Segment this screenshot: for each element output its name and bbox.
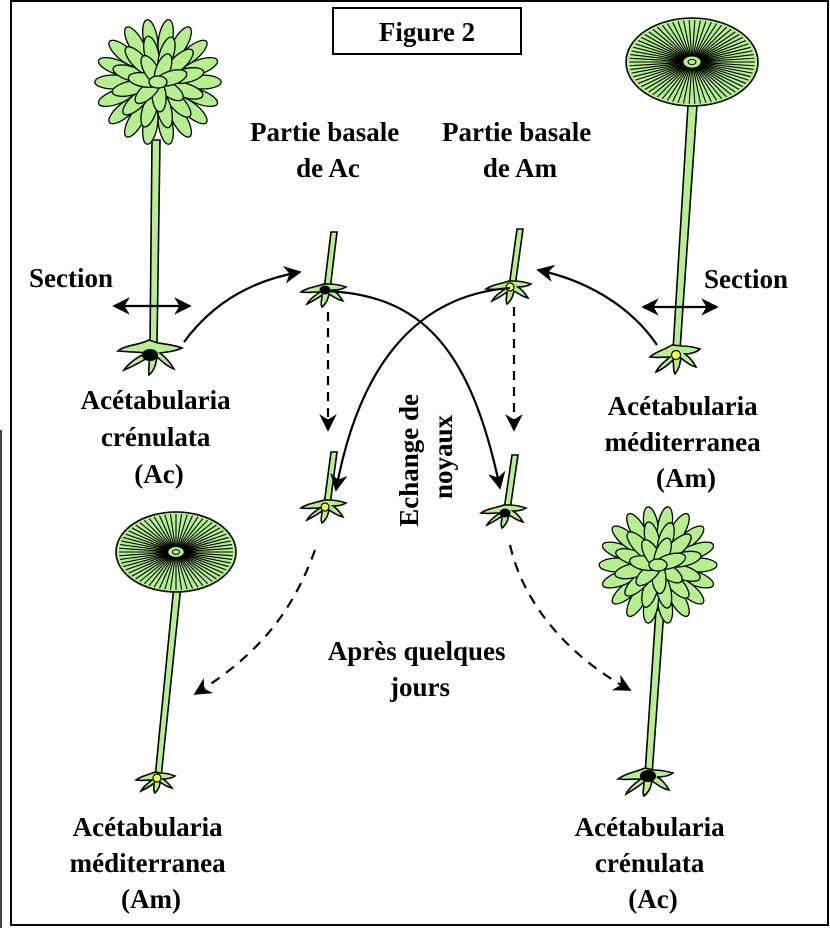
- rhizoid-icon: [650, 345, 700, 374]
- label-apres-quelques-jours: Après quelques jours: [328, 636, 513, 702]
- rhizoid-icon: [136, 772, 175, 793]
- basal-part-am: [486, 229, 531, 304]
- nucleus-am-icon: [506, 283, 514, 291]
- rhizoid-icon: [618, 768, 673, 796]
- nucleus-am-icon: [153, 774, 161, 782]
- label-echange-noyaux: Echange de noyaux: [394, 387, 458, 527]
- plant-crenulata-result: [599, 506, 717, 796]
- label-section-left: Section: [29, 263, 113, 293]
- figure-title: Figure 2: [379, 17, 475, 47]
- nucleus-am-icon: [321, 503, 329, 511]
- rhizoid-icon: [118, 340, 182, 375]
- label-source-am: Acétabularia méditerranea (Am): [605, 391, 768, 493]
- label-result-ac: Acétabularia crénulata (Ac): [575, 812, 732, 914]
- nucleus-ac-icon: [500, 509, 511, 518]
- label-source-ac: Acétabularia crénulata (Ac): [81, 385, 238, 489]
- arrow-ac-to-basal: [184, 272, 300, 342]
- nucleus-ac-icon: [320, 286, 331, 295]
- nucleus-ac-icon: [142, 349, 158, 361]
- arrow-am-to-basal: [538, 270, 657, 345]
- label-result-am: Acétabularia méditerranea (Am): [70, 812, 233, 914]
- basal-part-ac-with-am-nucleus: [301, 452, 346, 523]
- nucleus-ac-icon: [640, 770, 656, 782]
- basal-part-ac: [301, 232, 346, 307]
- nucleus-am-icon: [672, 351, 681, 360]
- plant-mediterranea-source: [626, 18, 758, 374]
- ruffled-cap-icon: [599, 506, 717, 624]
- plant-mediterranea-result: [116, 512, 236, 793]
- label-partie-basale-am: Partie basale de Am: [442, 117, 598, 183]
- basal-part-am-with-ac-nucleus: [481, 455, 526, 528]
- radial-umbrella-cap-icon: [626, 18, 758, 106]
- ruffled-cap-icon: [95, 19, 221, 146]
- label-partie-basale-ac: Partie basale de Ac: [250, 117, 406, 183]
- radial-umbrella-cap-icon: [116, 512, 236, 592]
- label-section-right: Section: [704, 264, 788, 294]
